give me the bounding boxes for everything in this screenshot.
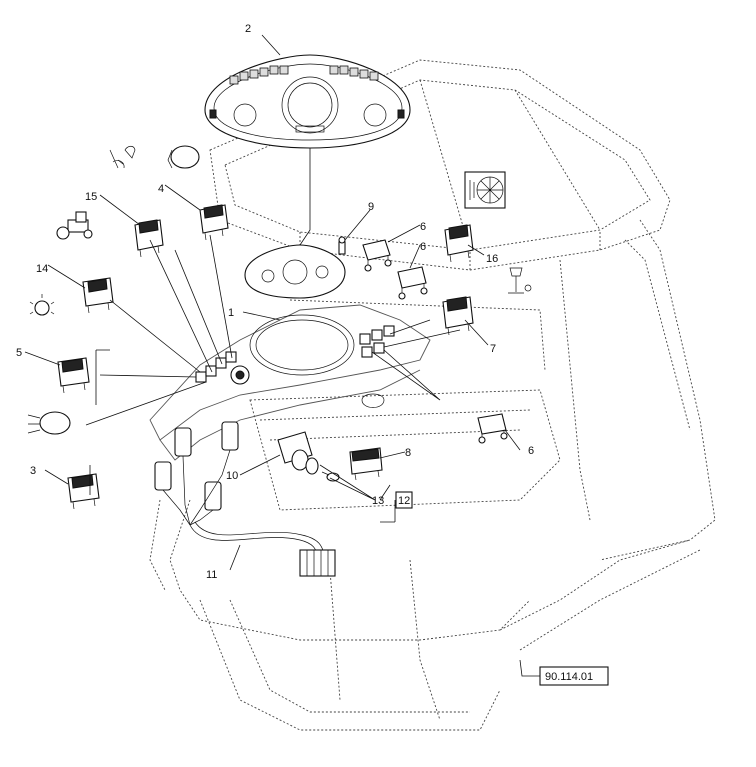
callout-6c: 6: [528, 445, 534, 457]
rocker-switch-7[interactable]: [442, 296, 474, 336]
callout-14: 14: [36, 263, 48, 275]
beacon-icon: [109, 145, 136, 169]
callout-12-box: [395, 491, 413, 509]
callout-10: 10: [226, 470, 238, 482]
wiring-harness: [154, 421, 336, 577]
callout-6b: 6: [420, 241, 426, 253]
callout-13: 13: [372, 495, 384, 507]
key-13: [321, 471, 340, 482]
callout-1: 1: [228, 307, 234, 319]
rocker-switch-15[interactable]: [134, 219, 164, 258]
callout-8: 8: [405, 447, 411, 459]
callout-labels: 1 2 3 4 5 6 6 6 7 8 9 10 11 12 13 14 15 …: [16, 23, 534, 581]
callout-3: 3: [30, 465, 36, 477]
reference-label[interactable]: 90.114.01: [545, 671, 593, 683]
clip: [361, 393, 385, 408]
warning-lamps-row: [229, 65, 379, 85]
callout-7: 7: [490, 343, 496, 355]
reference-box[interactable]: 90.114.01: [539, 666, 609, 686]
fan-icon: [464, 171, 506, 209]
bulb-9: [338, 236, 346, 255]
bracket-6c: [477, 413, 508, 444]
lamp-icon: [508, 267, 532, 294]
callout-11: 11: [206, 569, 217, 581]
callout-12: 12: [398, 495, 410, 507]
rocker-switch-3[interactable]: [67, 473, 100, 510]
callout-6a: 6: [420, 221, 426, 233]
instrument-cluster-mounted: [244, 244, 346, 299]
tractor-icon: [56, 211, 93, 240]
leader-lines: [24, 34, 540, 677]
callout-9: 9: [368, 201, 374, 213]
callout-2: 2: [245, 23, 251, 35]
headlight-icon: [27, 411, 71, 435]
rocker-switch-5[interactable]: [57, 357, 90, 394]
instrument-cluster[interactable]: [204, 54, 411, 149]
dashboard-console: [149, 304, 431, 461]
rocker-switch-16[interactable]: [444, 224, 474, 263]
callout-15: 15: [85, 191, 97, 203]
beacon-light-icon: [29, 294, 55, 316]
rocker-switch-8[interactable]: [349, 447, 383, 481]
callout-5: 5: [16, 347, 22, 359]
rocker-switch-14[interactable]: [82, 277, 114, 314]
rocker-switch-4[interactable]: [199, 204, 229, 241]
cab-outline: [149, 59, 716, 731]
callout-16: 16: [486, 253, 498, 265]
work-light-icon: [167, 145, 200, 169]
callout-4: 4: [158, 183, 164, 195]
bracket-6b: [397, 266, 428, 300]
bracket-6a: [362, 239, 392, 272]
ignition-switch-10[interactable]: [277, 431, 319, 475]
